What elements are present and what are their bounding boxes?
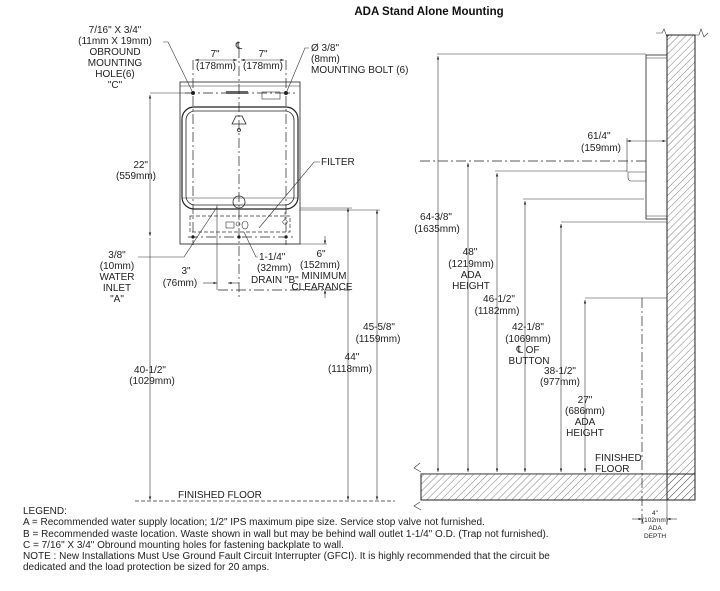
legend: LEGEND: A = Recommended water supply loc…	[23, 506, 550, 574]
filter-label: FILTER	[321, 157, 355, 168]
height46-inches: 46-1/2"	[483, 294, 515, 305]
basin-inner	[185, 110, 295, 206]
inlet-height-inches: 40-1/2"	[134, 365, 166, 376]
bubbler-side-icon	[627, 171, 647, 182]
legend-heading: LEGEND:	[23, 506, 67, 517]
clearance-inches: 6"	[316, 249, 326, 260]
centerline-symbol: ℄	[235, 41, 243, 52]
diagram-title: ADA Stand Alone Mounting	[354, 6, 503, 18]
svg-text:Ø 3/8": Ø 3/8"	[311, 43, 339, 54]
right-offset-mm: (178mm)	[243, 61, 283, 72]
button-height-button: BUTTON	[509, 356, 550, 367]
ada48-height: HEIGHT	[452, 281, 490, 292]
side-floor-label-2: FLOOR	[595, 464, 629, 475]
backplate-outline	[179, 81, 301, 245]
logo-mark	[226, 91, 248, 94]
svg-text:MOUNTING BOLT (6): MOUNTING BOLT (6)	[311, 65, 408, 76]
legend-item-a: A = Recommended water supply location; 1…	[23, 517, 485, 529]
legend-note: NOTE : New Installations Must Use Ground…	[23, 551, 550, 563]
button-height-cl: ℄ OF	[515, 345, 539, 356]
svg-text:(32mm): (32mm)	[257, 263, 291, 274]
svg-text:7/16" X 3/4": 7/16" X 3/4"	[89, 25, 142, 36]
height38-inches: 38-1/2"	[544, 366, 576, 377]
side-view: 64-3/8" (1635mm) 61/4" (159mm) 48" (1219…	[413, 28, 709, 540]
button-height-inches: 42-1/8"	[512, 322, 544, 333]
basin-outer	[181, 106, 299, 210]
clearance-height-mm: (1159mm)	[356, 334, 401, 345]
clearance-height-inches: 45-5/8"	[363, 322, 395, 333]
projection-mm: (159mm)	[581, 143, 621, 154]
left-offset-inches: 7"	[210, 49, 220, 60]
svg-text:"C": "C"	[108, 80, 123, 91]
unit-height-mm: (559mm)	[116, 171, 156, 182]
ada27-inches: 27"	[578, 395, 593, 406]
drain-height-mm: (1118mm)	[328, 364, 372, 375]
clearance-minimum: MINIMUM	[302, 271, 347, 282]
drain-callout: 1-1/4" (32mm) DRAIN "B"	[243, 231, 299, 286]
legend-item-c: C = 7/16" X 3/4" Obround mounting holes …	[23, 539, 344, 551]
wall-section	[666, 34, 696, 501]
ada27-ada: ADA	[575, 417, 596, 428]
water-inlet-callout: 3/8" (10mm) WATER INLET "A"	[100, 206, 218, 305]
clearance-clearance: CLEARANCE	[291, 282, 352, 293]
valve-icon	[225, 221, 235, 229]
svg-text:WATER: WATER	[100, 272, 135, 283]
ada-depth-ada: ADA	[648, 525, 662, 532]
svg-text:OBROUND: OBROUND	[89, 47, 140, 58]
svg-text:MOUNTING: MOUNTING	[88, 58, 143, 69]
side-floor-label-1: FINISHED	[595, 453, 642, 464]
overall-height-mm: (1635mm)	[414, 224, 460, 235]
ada48-mm: (1219mm)	[448, 259, 494, 270]
ada48-inches: 48"	[463, 247, 478, 258]
projection-inches: 61/4"	[587, 131, 610, 142]
drain-height-inches: 44"	[345, 352, 360, 363]
svg-text:(11mm X 19mm): (11mm X 19mm)	[78, 36, 152, 47]
clearance-mm: (152mm)	[300, 260, 340, 271]
legend-item-b: B = Recommended waste location. Waste sh…	[23, 528, 549, 540]
height46-mm: (1182mm)	[475, 306, 520, 317]
svg-text:(8mm): (8mm)	[311, 54, 340, 65]
floor-section	[420, 473, 696, 501]
right-offset-inches: 7"	[258, 49, 268, 60]
obround-hole-callout: 7/16" X 3/4" (11mm X 19mm) OBROUND MOUNT…	[78, 25, 193, 92]
plumbing-area	[189, 215, 291, 233]
unit-height-inches: 22"	[133, 160, 148, 171]
ada48-ada: ADA	[461, 270, 482, 281]
svg-text:DRAIN "B": DRAIN "B"	[251, 275, 299, 286]
button-height-mm: (1069mm)	[505, 334, 551, 345]
ada27-height: HEIGHT	[566, 428, 604, 439]
inlet-offset-inches: 3"	[181, 266, 191, 277]
ada-depth-mm: (102mm)	[642, 517, 668, 524]
svg-text:3/8": 3/8"	[108, 250, 126, 261]
unit-side-profile	[645, 54, 668, 220]
front-view: 7" (178mm) 7" (178mm) ℄ 7/16" X 3/4" (11…	[78, 25, 408, 502]
filter-leader	[258, 161, 320, 229]
inlet-offset-mm: (76mm)	[163, 278, 197, 289]
ada27-mm: (686mm)	[565, 406, 605, 417]
mounting-bolt-callout: Ø 3/8" (8mm) MOUNTING BOLT (6)	[286, 43, 408, 92]
svg-text:"A": "A"	[110, 294, 124, 305]
svg-text:INLET: INLET	[103, 283, 131, 294]
left-offset-mm: (178mm)	[196, 61, 236, 72]
height38-mm: (977mm)	[540, 377, 580, 388]
ada-depth-depth: DEPTH	[644, 533, 666, 540]
bubbler-icon	[231, 115, 247, 125]
svg-text:(10mm): (10mm)	[100, 261, 134, 272]
inlet-height-mm: (1029mm)	[129, 376, 175, 387]
overall-height-inches: 64-3/8"	[420, 212, 452, 223]
svg-text:1-1/4": 1-1/4"	[259, 252, 286, 263]
svg-text:HOLE(6): HOLE(6)	[95, 69, 134, 80]
front-floor-label: FINISHED FLOOR	[178, 490, 262, 501]
brand-plate	[261, 91, 281, 100]
ada-depth-inches: 4"	[652, 510, 659, 517]
legend-note-cont: dedicated and the load protection be siz…	[23, 562, 270, 574]
filter-icon	[241, 220, 249, 230]
